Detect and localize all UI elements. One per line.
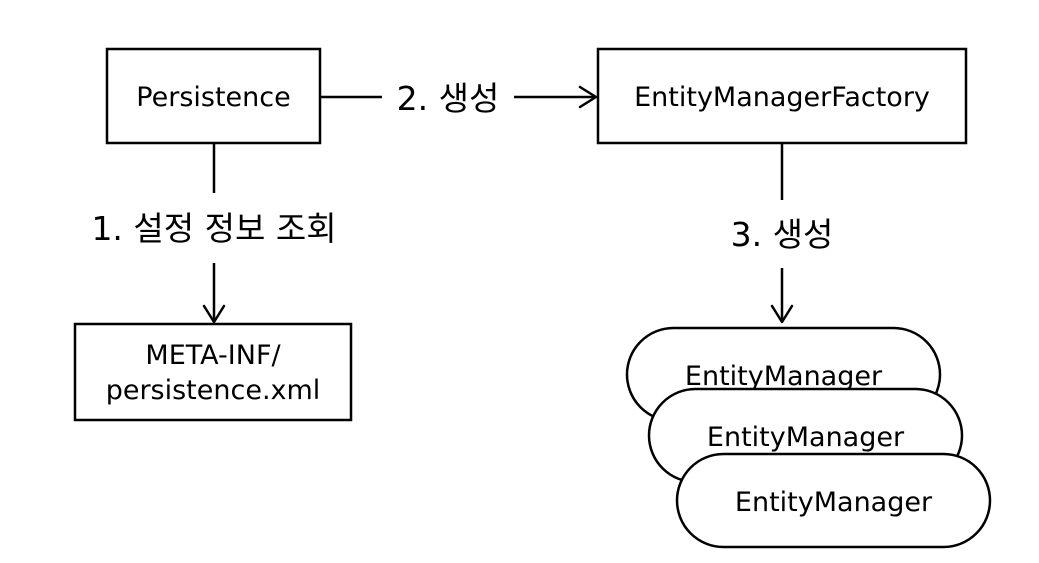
edge-read-config-arrowhead xyxy=(202,304,226,324)
persistence-xml-label-line1: META-INF/ xyxy=(145,340,281,371)
edge-create-factory-label: 2. 생성 xyxy=(397,79,500,118)
entity-manager-label: EntityManager xyxy=(735,487,933,518)
persistence-xml-label-line2: persistence.xml xyxy=(106,375,321,406)
entity-manager-factory-label: EntityManagerFactory xyxy=(634,82,930,113)
edge-create-factory-arrowhead xyxy=(578,85,598,109)
entity-manager-label: EntityManager xyxy=(707,422,905,453)
persistence-xml-node: META-INF/ persistence.xml xyxy=(73,322,353,422)
edge-create-manager: 3. 생성 xyxy=(731,143,834,324)
entity-manager-node: EntityManager xyxy=(675,452,992,549)
edge-read-config-label: 1. 설정 정보 조회 xyxy=(91,209,336,248)
edge-create-manager-label: 3. 생성 xyxy=(731,215,834,254)
persistence-node: Persistence xyxy=(105,47,322,145)
edge-read-config: 1. 설정 정보 조회 xyxy=(91,143,337,324)
entity-manager-stack: EntityManager EntityManager EntityManage… xyxy=(625,326,992,549)
persistence-label: Persistence xyxy=(136,82,290,113)
edge-create-manager-arrowhead xyxy=(770,304,794,324)
entity-manager-label: EntityManager xyxy=(685,361,883,392)
entity-manager-factory-node: EntityManagerFactory xyxy=(596,47,968,145)
edge-create-factory: 2. 생성 xyxy=(320,79,598,118)
